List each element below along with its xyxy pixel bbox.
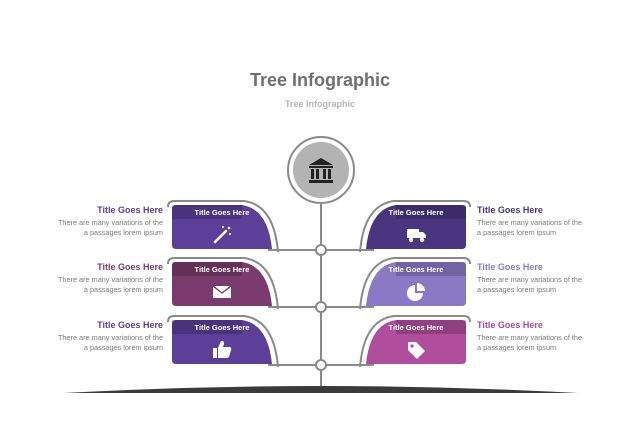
leaf-title: Title Goes Here	[388, 265, 444, 274]
leaf-title-band	[396, 205, 466, 219]
leaf-title: Title Goes Here	[194, 265, 250, 274]
side-description-line1: There are many variations of the	[477, 218, 583, 227]
leaf-outline	[359, 315, 471, 368]
leaf-title-band	[172, 262, 242, 276]
truck-icon	[407, 229, 426, 243]
leaf-title: Title Goes Here	[388, 323, 444, 332]
leaf-title-band	[396, 262, 466, 276]
leaf-4	[359, 257, 471, 310]
joint-1	[315, 244, 327, 256]
page-subtitle: Tree Infographic	[284, 99, 355, 109]
leaf-title-band	[396, 320, 466, 334]
price-tag-icon	[408, 342, 425, 359]
side-description-line2: a passages lorem ipsum	[477, 285, 557, 294]
pie-chart-icon	[407, 283, 425, 301]
side-description-line1: There are many variations of the	[57, 275, 163, 284]
page-title: Tree Infographic	[249, 70, 391, 90]
side-description-line2: a passages lorem ipsum	[83, 285, 163, 294]
side-description-line2: a passages lorem ipsum	[83, 343, 163, 352]
leaf-6	[359, 315, 471, 368]
side-heading: Title Goes Here	[477, 320, 543, 330]
magic-wand-icon	[213, 226, 231, 244]
side-heading: Title Goes Here	[477, 262, 543, 272]
side-description-line2: a passages lorem ipsum	[477, 228, 557, 237]
leaf-title: Title Goes Here	[194, 208, 250, 217]
joint-3	[315, 359, 327, 371]
leaf-2	[359, 200, 471, 253]
leaf-5	[167, 315, 279, 368]
leaf-1	[167, 200, 279, 253]
leaf-shape	[172, 262, 272, 306]
leaf-title-band	[172, 320, 242, 334]
leaf-title-band	[172, 205, 242, 219]
side-description-line1: There are many variations of the	[57, 333, 163, 342]
side-description-line1: There are many variations of the	[57, 218, 163, 227]
leaf-title: Title Goes Here	[388, 208, 444, 217]
envelope-icon	[212, 285, 232, 298]
leaf-shape	[366, 262, 466, 306]
thumbs-up-icon	[213, 340, 232, 358]
leaf-outline	[167, 315, 279, 368]
leaf-outline	[359, 200, 471, 253]
top-circle	[293, 142, 349, 198]
leaf-outline	[359, 257, 471, 310]
side-heading: Title Goes Here	[97, 262, 163, 272]
side-description-line2: a passages lorem ipsum	[477, 343, 557, 352]
side-heading: Title Goes Here	[477, 205, 543, 215]
side-description-line1: There are many variations of the	[477, 333, 583, 342]
ground	[64, 386, 578, 393]
leaf-shape	[366, 205, 466, 249]
side-description-line1: There are many variations of the	[477, 275, 583, 284]
leaf-title: Title Goes Here	[194, 323, 250, 332]
leaf-3	[167, 257, 279, 310]
side-description-line2: a passages lorem ipsum	[83, 228, 163, 237]
bank-icon	[309, 158, 333, 183]
joint-2	[315, 301, 327, 313]
side-heading: Title Goes Here	[97, 205, 163, 215]
leaf-outline	[167, 200, 279, 253]
leaf-outline	[167, 257, 279, 310]
side-heading: Title Goes Here	[97, 320, 163, 330]
